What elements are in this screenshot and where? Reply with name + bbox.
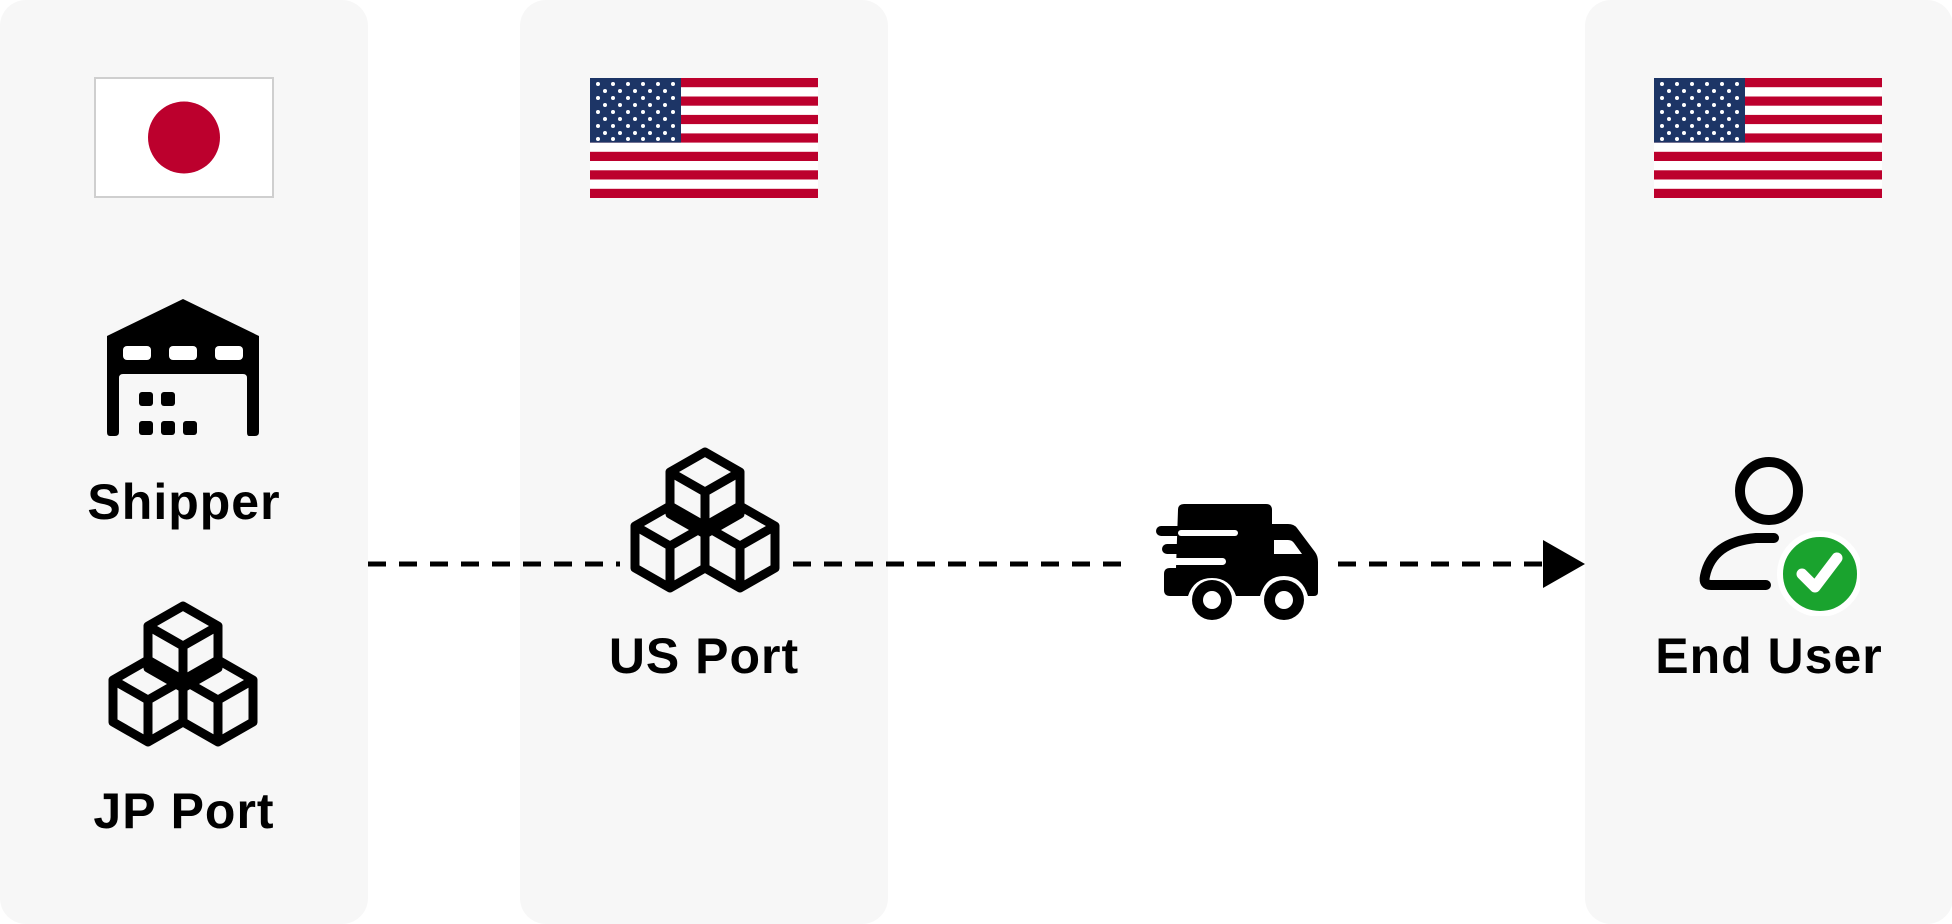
us-flag bbox=[590, 78, 818, 198]
delivery-truck-icon bbox=[1156, 504, 1318, 620]
japan-flag bbox=[94, 77, 274, 198]
boxes-icon bbox=[108, 601, 258, 747]
arrowhead-icon bbox=[1543, 540, 1585, 588]
us-port-label: US Port bbox=[608, 628, 800, 684]
jp-port-label: JP Port bbox=[93, 783, 275, 839]
us-flag bbox=[1654, 78, 1882, 198]
warehouse-icon bbox=[107, 299, 259, 436]
user-check-icon bbox=[1699, 457, 1860, 616]
boxes-icon bbox=[630, 447, 780, 593]
shipper-label: Shipper bbox=[87, 474, 281, 530]
end-user-label: End User bbox=[1655, 628, 1883, 684]
